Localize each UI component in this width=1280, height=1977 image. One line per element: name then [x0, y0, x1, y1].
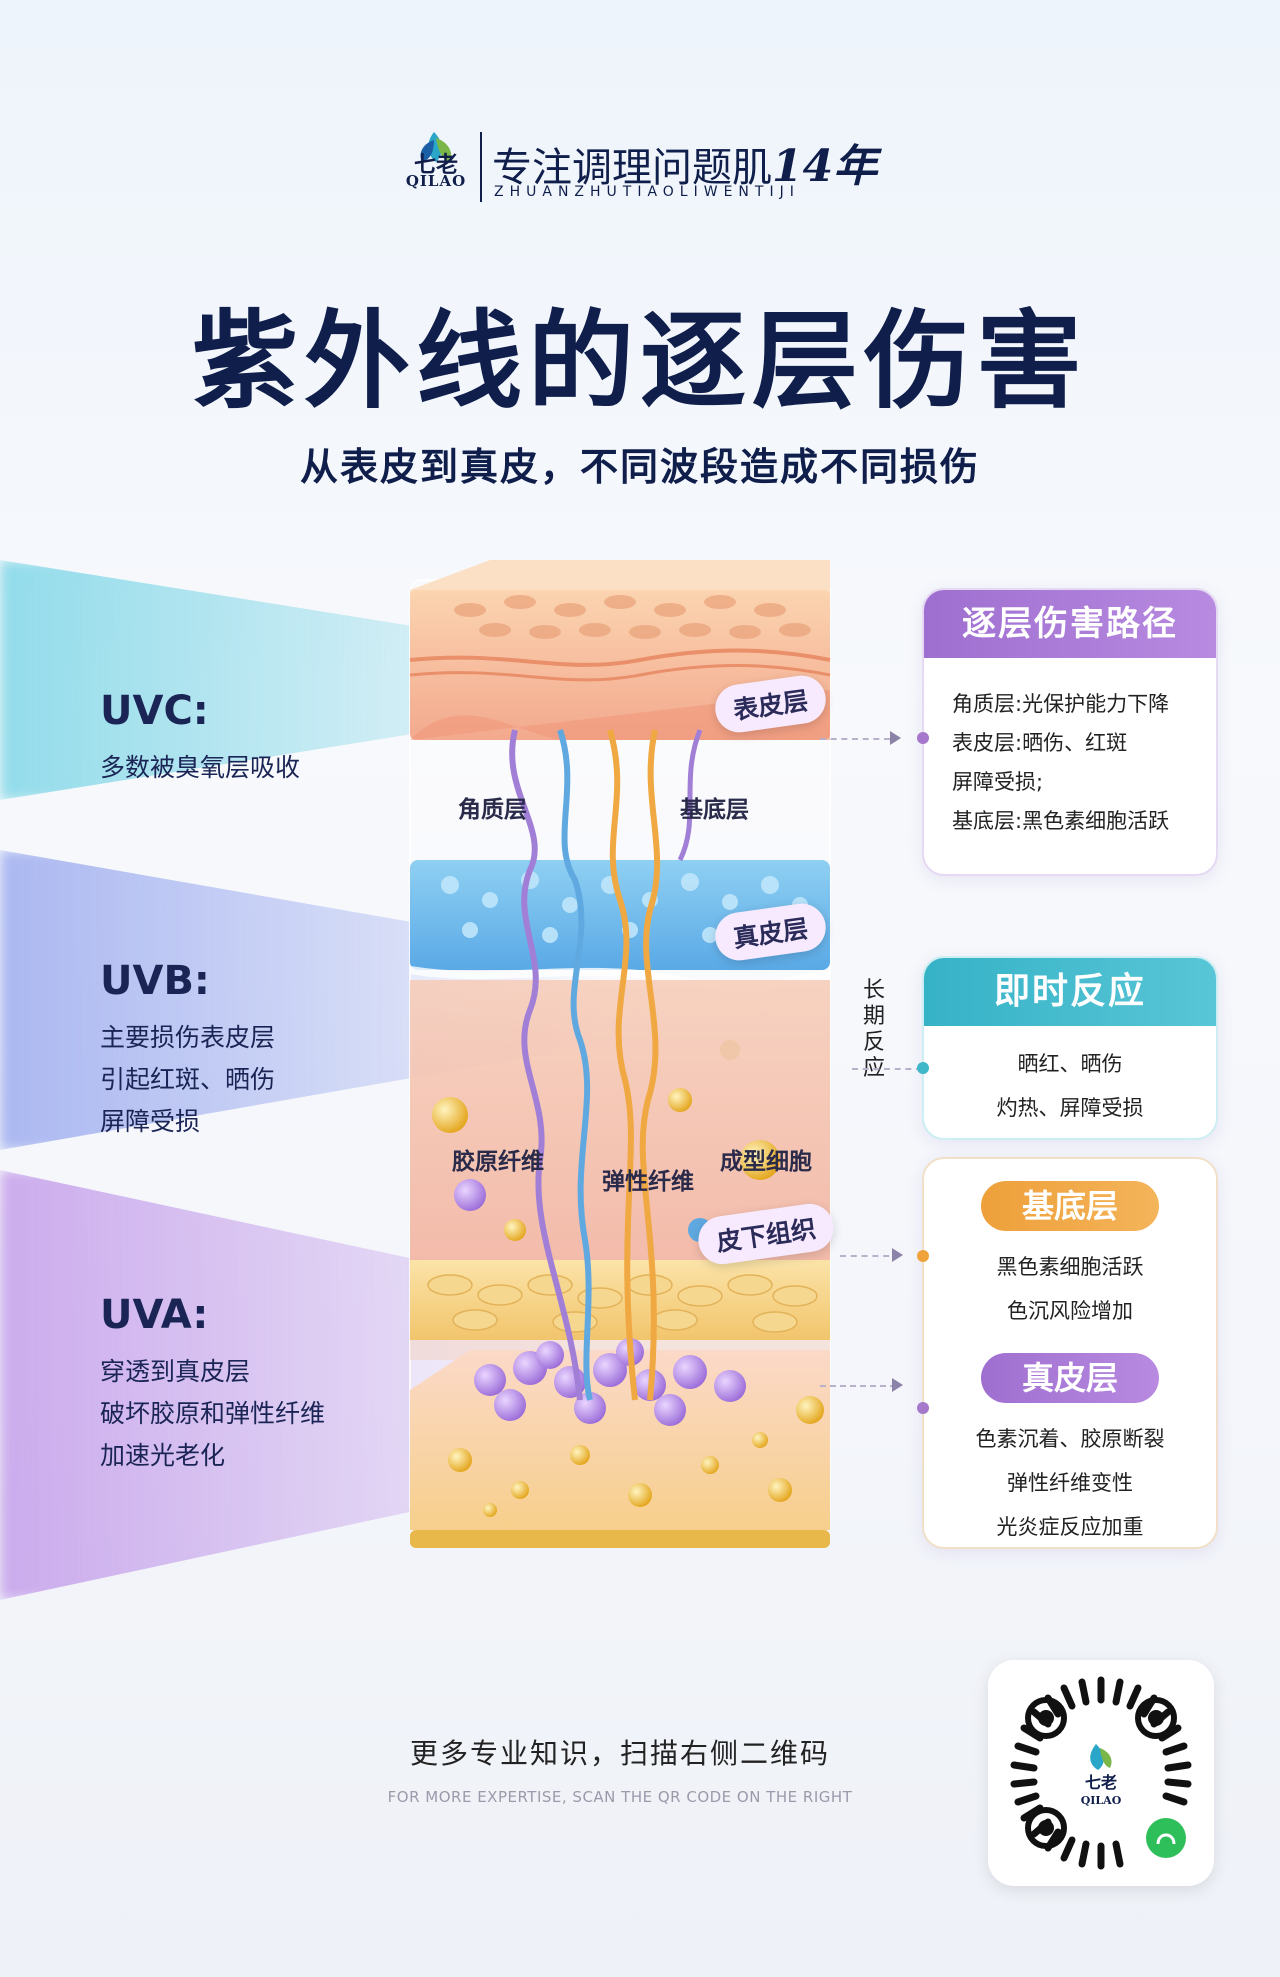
page-subtitle: 从表皮到真皮，不同波段造成不同损伤: [299, 445, 980, 489]
brand-divider: [480, 132, 482, 202]
brand-header: 七老 QILAO 专注调理问题肌14年 ZHUANZHUTIAOLIWENTIJ…: [400, 128, 890, 208]
uva-title: UVA:: [100, 1292, 209, 1338]
basal-dot-icon: [917, 1250, 929, 1262]
svg-text:七老: 七老: [1085, 1773, 1117, 1792]
label-fibroblast: 成型细胞: [720, 1149, 812, 1175]
label-collagen: 胶原纤维: [452, 1149, 544, 1175]
immediate-line: 灼热、屏障受损: [996, 1096, 1144, 1120]
arrow-icon: [890, 731, 901, 745]
connector-line: [820, 738, 890, 740]
label-stratum-corneum: 角质层: [458, 797, 527, 823]
connector-line: [820, 1385, 896, 1387]
damage-path-line: 屏障受损;: [952, 770, 1044, 794]
connector-line: [852, 1068, 922, 1070]
damage-path-line: 角质层:光保护能力下降: [952, 692, 1170, 716]
brand-pinyin: ZHUANZHUTIAOLIWENTIJI: [494, 184, 800, 200]
leaf-logo-icon: 七老: [414, 132, 458, 178]
damage-path-title: 逐层伤害路径: [924, 590, 1216, 658]
arrow-icon: [892, 1378, 903, 1392]
basal-line: 黑色素细胞活跃: [996, 1255, 1144, 1279]
damage-path-line: 表皮层:晒伤、红斑: [952, 731, 1128, 755]
connector-line: [840, 1255, 900, 1257]
slogan-years: 14年: [772, 141, 878, 192]
path-dot-icon: [917, 732, 929, 744]
uvb-line: 屏障受损: [100, 1107, 201, 1136]
svg-text:QILAO: QILAO: [1081, 1794, 1122, 1807]
uva-line: 穿透到真皮层: [100, 1357, 251, 1386]
basal-line: 色沉风险增加: [1007, 1299, 1133, 1323]
dermis-line: 弹性纤维变性: [1007, 1471, 1133, 1495]
uvb-line: 引起红斑、晒伤: [100, 1065, 276, 1094]
damage-path-card: 逐层伤害路径 角质层:光保护能力下降 表皮层:晒伤、红斑 屏障受损; 基底层:黑…: [922, 588, 1218, 876]
long-term-label: 长期反应: [862, 978, 885, 1081]
label-elastic-fiber: 弹性纤维: [602, 1169, 694, 1195]
immediate-reaction-card: 即时反应 晒红、晒伤 灼热、屏障受损: [922, 956, 1218, 1140]
deep-layer-card: 基底层 黑色素细胞活跃 色沉风险增加 真皮层 色素沉着、胶原断裂 弹性纤维变性 …: [922, 1157, 1218, 1549]
dermis-line: 色素沉着、胶原断裂: [975, 1427, 1165, 1451]
footer-en: FOR MORE EXPERTISE, SCAN THE QR CODE ON …: [387, 1788, 853, 1806]
page-title: 紫外线的逐层伤害: [192, 300, 1088, 423]
label-basal-layer: 基底层: [680, 797, 749, 823]
dermis-dot-icon: [917, 1402, 929, 1414]
qr-code-icon: 七老 QILAO: [1010, 1676, 1192, 1870]
uvc-line: 多数被臭氧层吸收: [100, 753, 301, 782]
uvb-title: UVB:: [100, 958, 210, 1004]
skin-cross-section: [409, 560, 831, 1548]
qilao-logo: 七老 QILAO: [400, 128, 472, 200]
logo-name: QILAO: [405, 172, 467, 190]
brand-slogan: 专注调理问题肌14年: [492, 141, 878, 192]
dermis-pill: 真皮层: [981, 1353, 1159, 1403]
uva-line: 加速光老化: [100, 1441, 226, 1470]
uvc-title: UVC:: [100, 688, 209, 734]
immediate-line: 晒红、晒伤: [1017, 1052, 1123, 1076]
basal-pill: 基底层: [981, 1181, 1159, 1231]
mini-program-qr-code[interactable]: 七老 QILAO: [988, 1660, 1214, 1886]
immediate-dot-icon: [917, 1062, 929, 1074]
dermis-line: 光炎症反应加重: [996, 1515, 1144, 1539]
uva-line: 破坏胶原和弹性纤维: [100, 1399, 326, 1428]
immediate-reaction-title: 即时反应: [924, 958, 1216, 1026]
svg-text:七老: 七老: [414, 152, 458, 174]
footer-cn: 更多专业知识，扫描右侧二维码: [409, 1737, 830, 1770]
arrow-icon: [892, 1248, 903, 1262]
skin-layer-diagram: 表皮层 真皮层 皮下组织 角质层 基底层 胶原纤维 弹性纤维 成型细胞: [380, 540, 870, 1560]
uvb-line: 主要损伤表皮层: [100, 1023, 276, 1052]
damage-path-line: 基底层:黑色素细胞活跃: [952, 809, 1170, 833]
